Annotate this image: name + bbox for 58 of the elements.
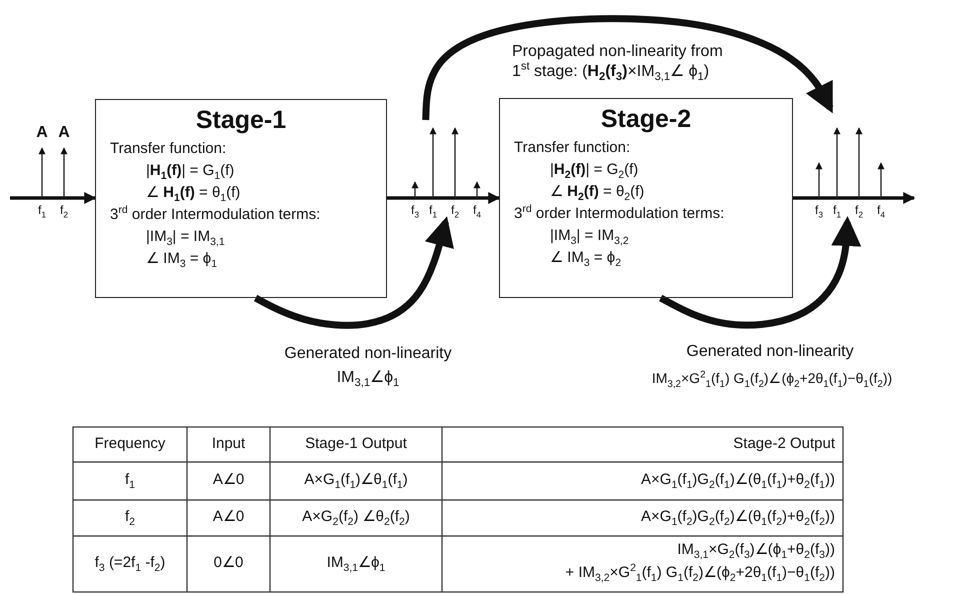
frequency-label: f$_{2}$	[855, 203, 863, 217]
formula: ∠ IM$_{3}$ = ϕ$_{1}$	[146, 250, 218, 268]
column-header: Stage-1 Output	[305, 434, 407, 452]
frequency-label: f$_{3}$	[411, 203, 419, 217]
formula: |IM$_{3}$| = IM$_{3,2}$	[550, 227, 629, 245]
curved-arrow	[659, 216, 862, 329]
edge-label: Propagated non-linearity from 1$^{st}$ stage: (H$_{2}$(f$_{3}$)×IM$_{3,1}$∠ ϕ$_{1}$)	[512, 42, 724, 82]
section-heading: Transfer function:	[514, 139, 630, 157]
section-heading: Transfer function:	[110, 140, 226, 158]
section-heading: 3$^{rd}$ order Intermodulation terms:	[110, 206, 320, 224]
table-cell: f$_{1}$	[125, 471, 135, 489]
amplitude-label: A	[58, 124, 70, 142]
frequency-label: f$_{3}$	[815, 203, 823, 217]
frequency-label: f$_{1}$	[833, 203, 841, 217]
frequency-label: f$_{2}$	[60, 203, 68, 217]
table-cell: A×G$_{1}$(f$_{2}$)G$_{2}$(f$_{2}$)∠(θ$_{1}$(f$_{2}$)+θ$_{2}$(f$_{2}$))	[641, 508, 835, 526]
formula: |H$_{2}$(f)| = G$_{2}$(f)	[550, 161, 638, 179]
table-cell: A×G$_{2}$(f$_{2}$) ∠θ$_{2}$(f$_{2}$)	[302, 508, 410, 526]
table-cell: f$_{2}$	[125, 508, 135, 526]
amplitude-label: A	[36, 124, 48, 142]
formula: IM$_{3,2}$×G$^{2}$$_{1}$(f$_{1}$) G$_{1}$(f$_{2}$)∠(ϕ$_{2}$+2θ$_{1}$(f$_{1}$)−θ$_{1}$(f$_{2}$))	[652, 368, 892, 388]
frequency-label: f$_{4}$	[473, 203, 481, 217]
table-cell: A×G$_{1}$(f$_{1}$)G$_{2}$(f$_{1}$)∠(θ$_{1}$(f$_{1}$)+θ$_{2}$(f$_{1}$))	[641, 471, 835, 489]
formula: |IM$_{3}$| = IM$_{3,1}$	[146, 228, 225, 246]
stage-title: Stage-1	[196, 106, 286, 134]
table-cell: A∠0	[212, 508, 244, 526]
signal-line	[793, 196, 800, 200]
table-cell: + IM$_{3,2}$×G$^{2}$$_{1}$(f$_{1}$) G$_{1}$(f$_{2}$)∠(ϕ$_{2}$+2θ$_{1}$(f$_{1}$)−θ$_{1}$(f$_{2}$))	[565, 564, 835, 582]
formula: ∠ H$_{2}$(f) = θ$_{2}$(f)	[550, 183, 644, 201]
frequency-label: f$_{1}$	[38, 203, 46, 217]
table-cell: A∠0	[212, 471, 244, 489]
edge-label: Generated non-linearity	[686, 342, 854, 362]
table-cell: 0∠0	[214, 554, 244, 572]
frequency-label: f$_{2}$	[451, 203, 459, 217]
frequency-label: f$_{4}$	[877, 203, 885, 217]
curved-arrow	[422, 15, 834, 120]
stage-box	[499, 98, 793, 298]
column-header: Input	[212, 434, 246, 452]
column-header: Stage-2 Output	[733, 434, 835, 452]
arrow	[886, 192, 916, 204]
formula: ∠ H$_{1}$(f) = θ$_{1}$(f)	[146, 184, 240, 202]
table-cell: A×G$_{1}$(f$_{1}$)∠θ$_{1}$(f$_{1}$)	[304, 471, 408, 489]
formula: |H$_{1}$(f)| = G$_{1}$(f)	[146, 162, 234, 180]
column-header: Frequency	[94, 434, 166, 452]
stage-box	[95, 99, 387, 298]
table-cell: f$_{3}$ (=2f$_{1}$ -f$_{2}$)	[94, 554, 166, 572]
table-cell: IM$_{3,1}$×G$_{2}$(f$_{3}$)∠(ϕ$_{1}$+θ$_{2}$(f$_{3}$))	[677, 541, 835, 559]
arrow	[80, 192, 96, 204]
section-heading: 3$^{rd}$ order Intermodulation terms:	[514, 205, 724, 223]
curved-arrow	[254, 216, 454, 329]
frequency-label: f$_{1}$	[429, 203, 437, 217]
formula: IM$_{3,1}$∠ϕ$_{1}$	[336, 368, 400, 388]
signal-line	[387, 196, 396, 200]
edge-label: Generated non-linearity	[284, 344, 452, 364]
formula: ∠ IM$_{3}$ = ϕ$_{2}$	[550, 249, 622, 267]
table-cell: IM$_{3,1}$∠ϕ$_{1}$	[326, 554, 386, 572]
arrow	[486, 192, 500, 204]
stage-title: Stage-2	[600, 105, 692, 133]
